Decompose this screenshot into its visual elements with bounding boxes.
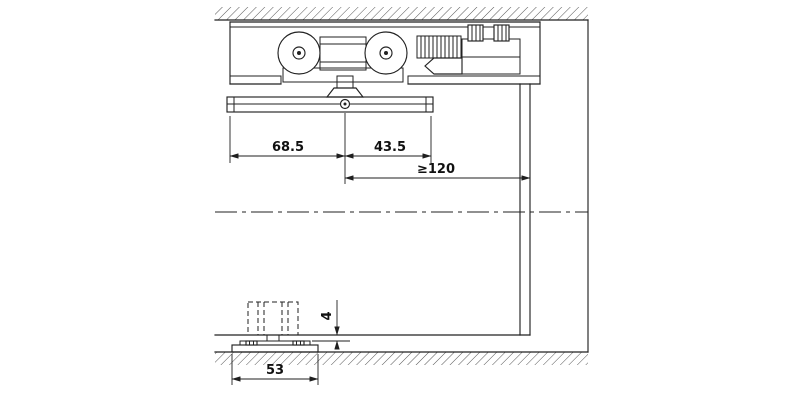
track-profile xyxy=(229,21,541,85)
roller-carriage xyxy=(277,31,408,89)
carriage-body xyxy=(282,67,404,83)
dim-label-68-5: 68.5 xyxy=(272,140,304,155)
buffer-stripes xyxy=(420,35,458,59)
guide-screw-right xyxy=(292,340,305,346)
stop-wedge xyxy=(424,57,463,75)
dim-43-5: 43.5 xyxy=(344,116,432,163)
end-stop-buffer xyxy=(416,24,521,75)
dim-53: 53 xyxy=(231,354,319,385)
floor-guide-channel xyxy=(247,301,299,342)
hanger-hub xyxy=(325,87,365,98)
roller-left xyxy=(277,31,321,75)
floor-hatch-band xyxy=(215,352,588,365)
dim-min-120: ≥120 xyxy=(344,162,531,181)
roller-right xyxy=(364,31,408,75)
buffer-spring xyxy=(416,35,462,59)
dim-label-min-120: ≥120 xyxy=(417,162,455,177)
dim-68-5: 68.5 xyxy=(229,116,346,163)
floor-guide-plate xyxy=(231,340,319,353)
fixing-screw-right xyxy=(493,24,510,42)
carriage-frame xyxy=(319,36,367,71)
dim-label-4: 4 xyxy=(320,311,335,320)
ceiling-section-hatch xyxy=(214,7,589,21)
dim-4: 4 xyxy=(312,300,350,350)
guide-plate-base xyxy=(231,344,319,353)
door-panel xyxy=(214,83,531,336)
fixing-screw-left xyxy=(467,24,484,42)
dimensions: 68.5 43.5 ≥120 4 53 xyxy=(229,113,531,385)
guide-screw-left xyxy=(245,340,258,346)
dim-label-43-5: 43.5 xyxy=(374,140,406,155)
ceiling-hatch-band xyxy=(215,7,588,20)
dim-label-53: 53 xyxy=(266,363,284,378)
hanger-plate xyxy=(226,87,434,113)
